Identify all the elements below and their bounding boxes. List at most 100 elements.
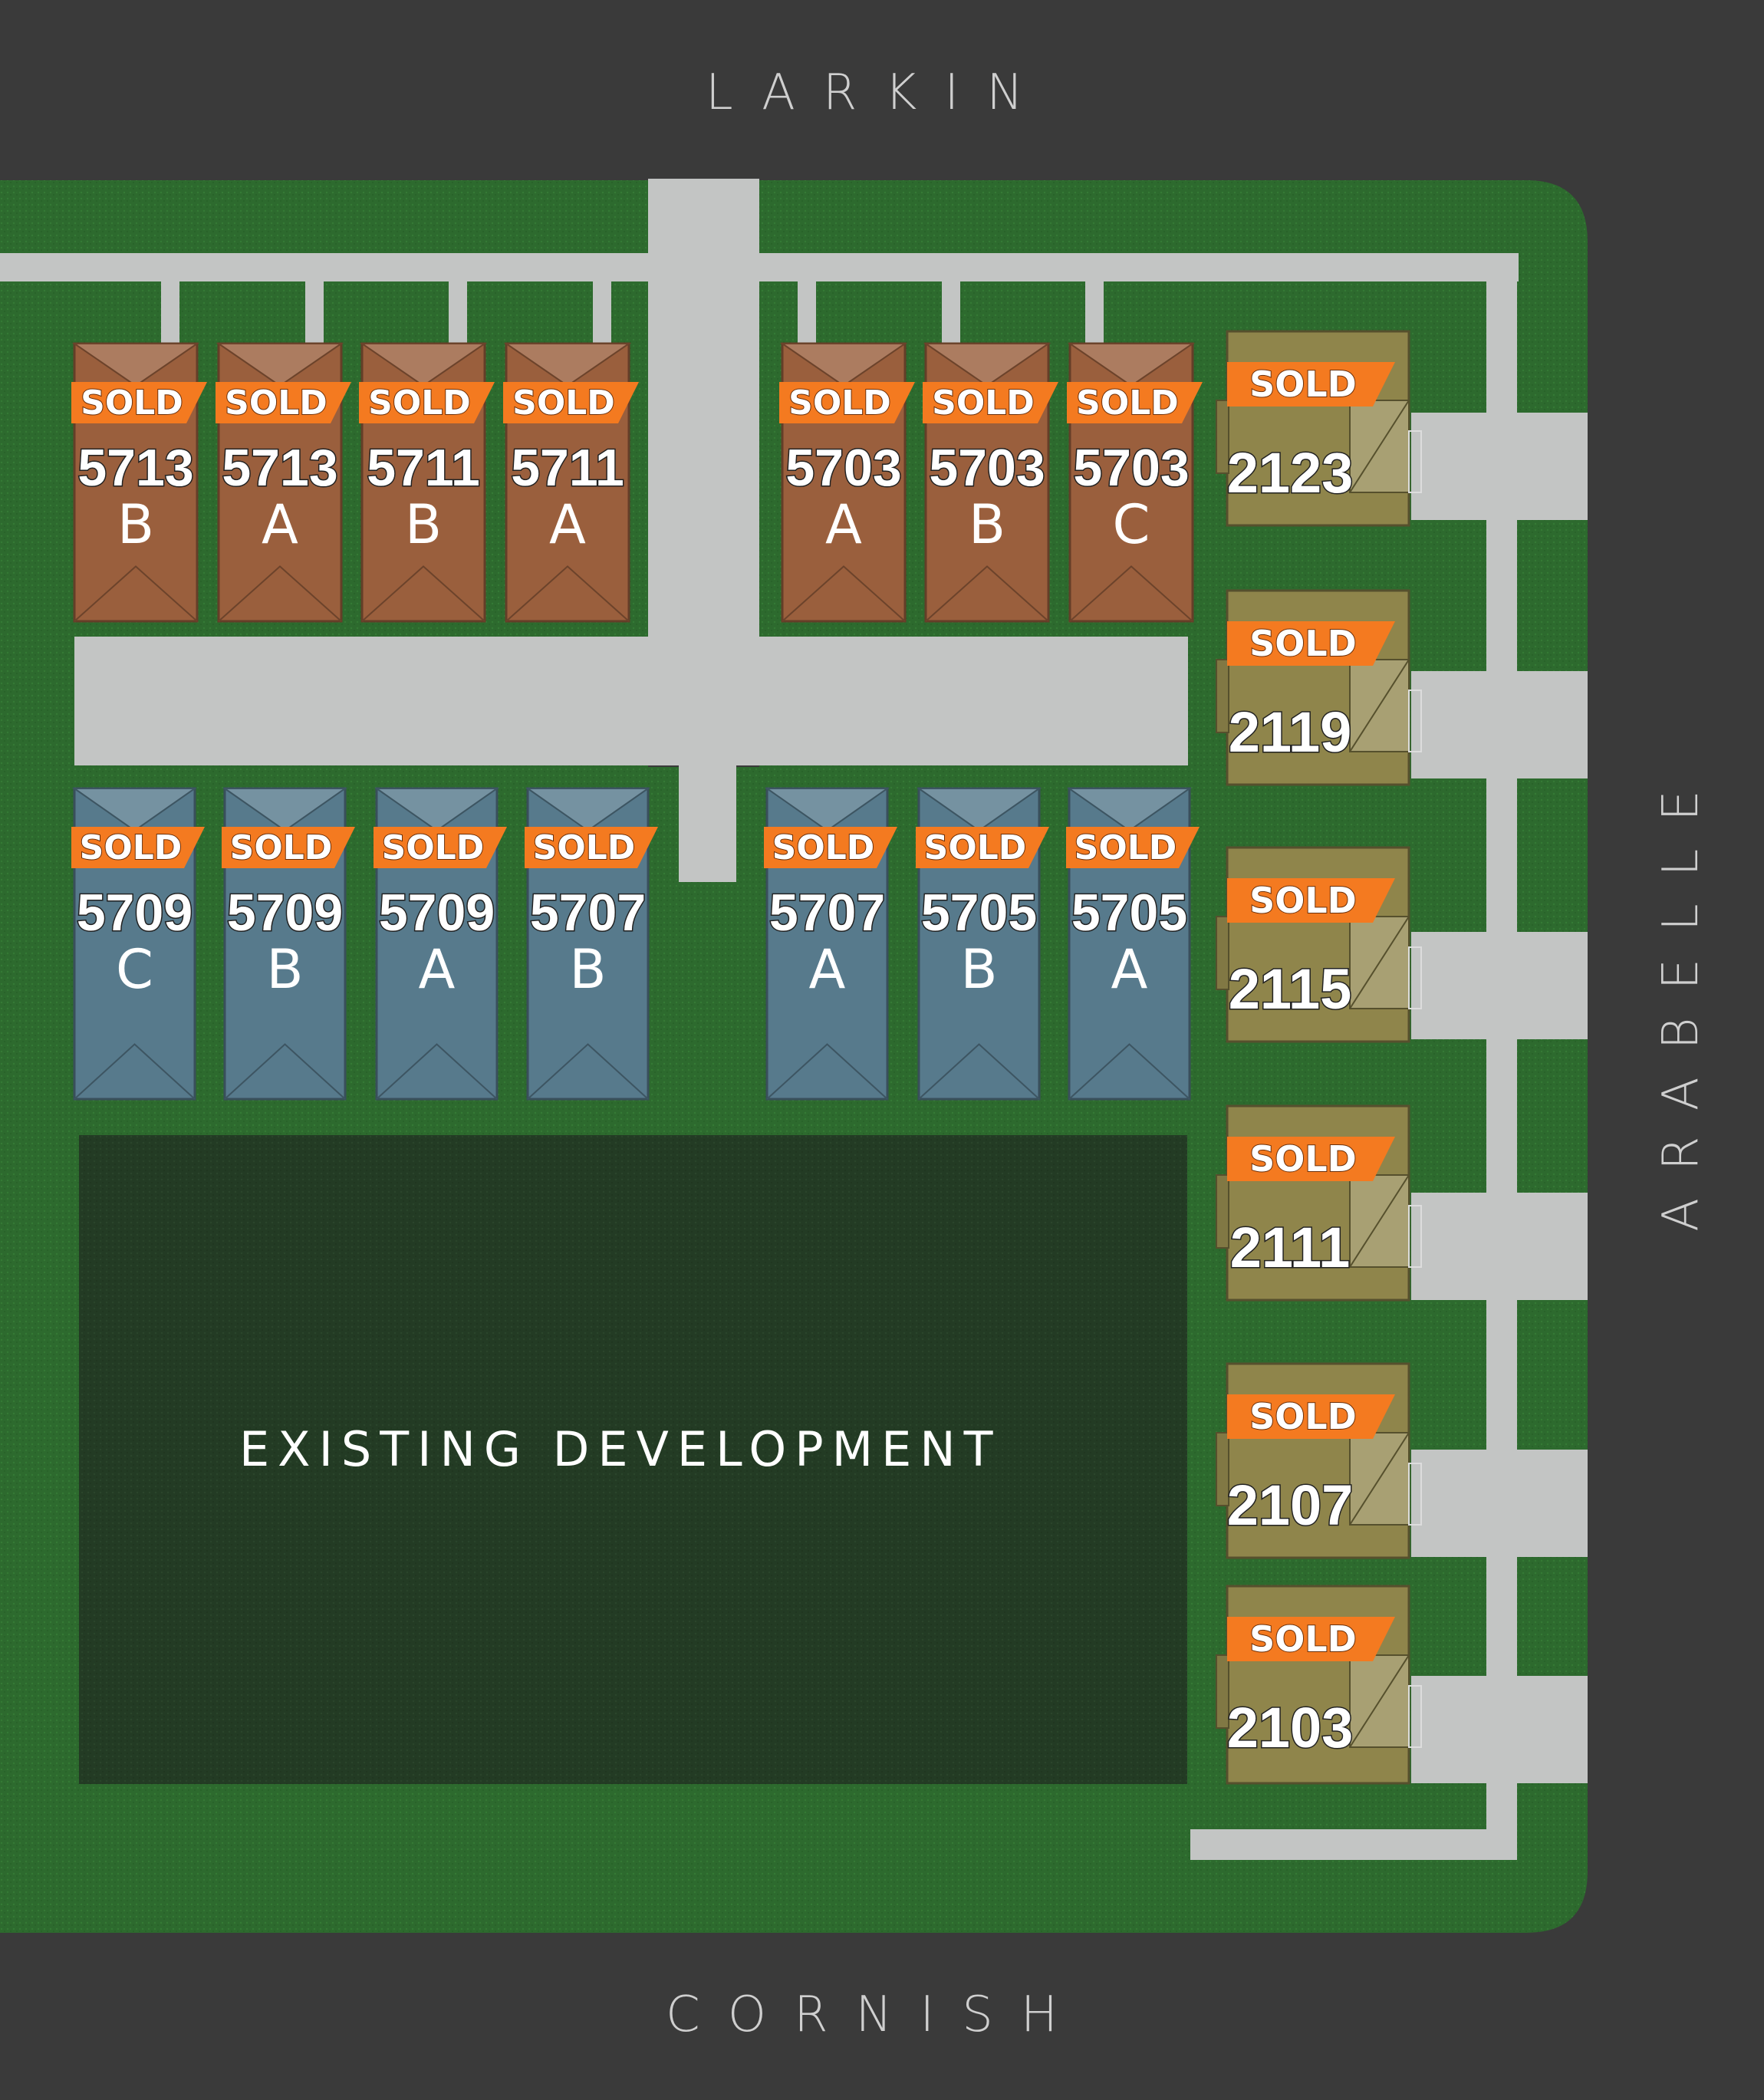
sold-label: SOLD xyxy=(368,383,471,423)
sold-label: SOLD xyxy=(1076,383,1179,423)
sold-banner xyxy=(1227,1137,1395,1181)
roof-ridge xyxy=(71,343,200,387)
sold-label: SOLD xyxy=(81,383,183,423)
courtyard-walkway xyxy=(74,637,1188,765)
sold-label: SOLD xyxy=(1249,880,1357,921)
sold-banner xyxy=(1066,827,1200,868)
roof-ridge xyxy=(216,343,344,387)
sold-label: SOLD xyxy=(924,828,1027,867)
porch xyxy=(1216,1654,1229,1729)
sold-label: SOLD xyxy=(512,383,615,423)
roof-ridge xyxy=(766,1043,888,1100)
lot-number: 2107 xyxy=(1227,1473,1354,1537)
sold-banner xyxy=(71,827,205,868)
walkway-north-east xyxy=(759,253,1519,281)
door-step xyxy=(1408,1685,1422,1748)
sold-label: SOLD xyxy=(1249,364,1357,405)
roof-ridge xyxy=(1349,400,1410,493)
sold-banner xyxy=(923,382,1058,423)
roof-ridge xyxy=(1349,659,1410,752)
driveway-east xyxy=(1411,1676,1588,1783)
lot-number: 5705 xyxy=(1071,884,1187,942)
roof-ridge xyxy=(74,565,198,622)
sold-label: SOLD xyxy=(1249,1396,1357,1437)
roof-ridge xyxy=(359,343,488,387)
door-step xyxy=(1408,690,1422,752)
sold-label: SOLD xyxy=(1075,828,1177,867)
porch xyxy=(1216,659,1229,733)
sold-banner xyxy=(764,827,897,868)
lot-letter: C xyxy=(116,938,153,1001)
lot-letter: B xyxy=(117,493,154,556)
sold-banner xyxy=(1227,362,1395,407)
sold-label: SOLD xyxy=(772,828,875,867)
roof-ridge xyxy=(1067,343,1196,387)
walkway-north-west xyxy=(0,253,648,281)
lot-number: 5713 xyxy=(77,439,193,497)
roof-ridge xyxy=(74,1043,196,1100)
lot-number: 5711 xyxy=(367,439,480,497)
sold-banner xyxy=(503,382,639,423)
lot-number: 5707 xyxy=(530,884,646,942)
sold-label: SOLD xyxy=(230,828,333,867)
street-label-east: ARABELLE xyxy=(1653,762,1710,1232)
walkway-lot-connector xyxy=(798,280,816,349)
lot-letter: A xyxy=(419,938,456,1001)
roof-ridge xyxy=(1349,1654,1410,1748)
driveway-east xyxy=(1411,413,1588,520)
sold-banner xyxy=(1227,878,1395,923)
roof-ridge xyxy=(505,565,630,622)
door-step xyxy=(1408,1205,1422,1268)
roof-ridge xyxy=(374,788,500,832)
lot-number: 5709 xyxy=(77,884,193,942)
lot-letter: A xyxy=(1111,938,1148,1001)
sold-banner xyxy=(779,382,915,423)
lot-letter: A xyxy=(549,493,586,556)
lot-number: 2119 xyxy=(1229,700,1352,764)
roof-ridge xyxy=(224,1043,346,1100)
street-label-north: LARKIN xyxy=(706,64,1051,121)
sold-label: SOLD xyxy=(932,383,1035,423)
lot-letter: A xyxy=(825,493,862,556)
roof-ridge xyxy=(1069,565,1193,622)
walkway-courtyard-stub xyxy=(679,759,736,882)
roof-ridge xyxy=(1349,916,1410,1009)
sold-label: SOLD xyxy=(80,828,183,867)
roof-ridge xyxy=(527,1043,649,1100)
sold-banner xyxy=(216,382,351,423)
sold-banner xyxy=(1067,382,1203,423)
walkway-lot-connector xyxy=(1085,280,1104,349)
sold-label: SOLD xyxy=(533,828,636,867)
walkway-lot-connector xyxy=(942,280,960,349)
lot-number: 5707 xyxy=(769,884,885,942)
lot-letter: B xyxy=(569,938,606,1001)
roof-ridge xyxy=(361,565,485,622)
sold-banner xyxy=(374,827,507,868)
roof-ridge xyxy=(925,565,1049,622)
roof-ridge xyxy=(916,788,1042,832)
walkway-east-spine xyxy=(1486,253,1517,1860)
lot-number: 2103 xyxy=(1227,1696,1354,1759)
porch xyxy=(1216,1174,1229,1249)
lot-number: 5713 xyxy=(222,439,337,497)
roof-ridge xyxy=(218,565,342,622)
lot-letter: B xyxy=(969,493,1005,556)
sold-label: SOLD xyxy=(1249,623,1357,664)
roof-ridge xyxy=(1349,1432,1410,1526)
walkway-south-east xyxy=(1190,1829,1517,1860)
walkways-layer xyxy=(0,179,1588,1860)
roof-ridge xyxy=(923,343,1051,387)
existing-development-block xyxy=(79,1135,1187,1784)
